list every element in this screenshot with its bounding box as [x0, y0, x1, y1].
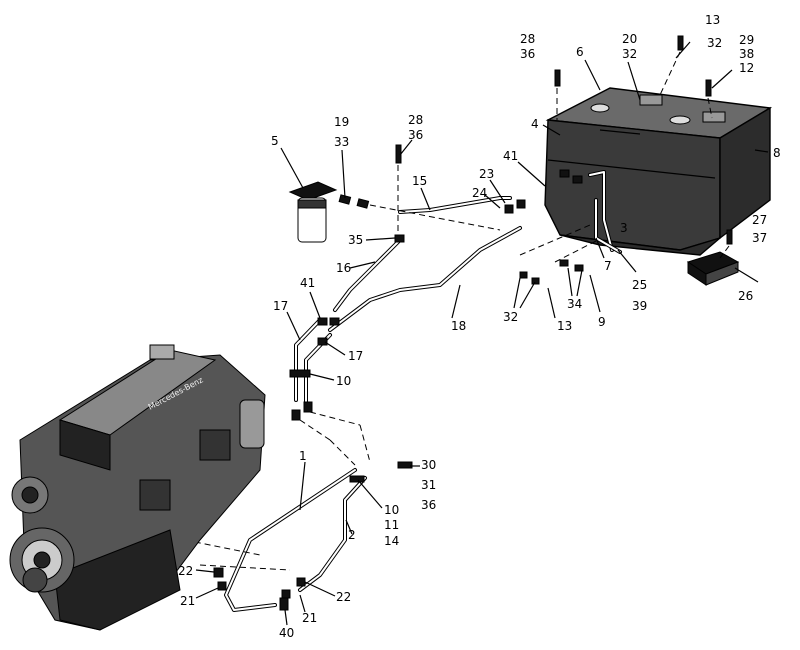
callout-29: 29	[739, 33, 754, 47]
callout-16: 16	[336, 261, 351, 275]
callout-15: 15	[412, 174, 427, 188]
callout-38: 38	[739, 47, 754, 61]
callout-32-top: 32	[707, 36, 722, 50]
callout-9: 9	[598, 315, 606, 329]
callout-3: 3	[620, 221, 628, 235]
fuel-lines	[224, 170, 622, 612]
callout-21: 21	[180, 594, 195, 608]
callout-40: 40	[279, 626, 294, 640]
callout-36: 36	[520, 47, 535, 61]
callout-36-mid: 36	[408, 128, 423, 142]
callout-32-low: 32	[503, 310, 518, 324]
callout-5: 5	[271, 134, 279, 148]
callout-17-low: 17	[348, 349, 363, 363]
engine: Mercedes-Benz	[9, 344, 266, 631]
callout-8: 8	[773, 146, 781, 160]
callout-33: 33	[334, 135, 349, 149]
callout-41: 41	[503, 149, 518, 163]
callout-10-low: 10	[384, 503, 399, 517]
callout-25: 25	[632, 278, 647, 292]
callout-30: 30	[421, 458, 436, 472]
line-fittings	[213, 144, 584, 611]
callout-10: 10	[336, 374, 351, 388]
callout-13: 13	[705, 13, 720, 27]
callout-labels: 13 28 36 6 20 32 32 29 38 12 4 8 5 19 33…	[178, 13, 781, 640]
callout-37: 37	[752, 231, 767, 245]
callout-27: 27	[752, 213, 767, 227]
callout-31: 31	[421, 478, 436, 492]
callout-1: 1	[299, 449, 307, 463]
callout-14: 14	[384, 534, 399, 548]
callout-17: 17	[273, 299, 288, 313]
callout-7: 7	[604, 259, 612, 273]
callout-6: 6	[576, 45, 584, 59]
fuel-filter	[288, 181, 338, 243]
callout-28-mid: 28	[408, 113, 423, 127]
callout-35: 35	[348, 233, 363, 247]
callout-2: 2	[348, 528, 356, 542]
callout-28: 28	[520, 32, 535, 46]
callout-4: 4	[531, 117, 539, 131]
callout-22: 22	[178, 564, 193, 578]
callout-19: 19	[334, 115, 349, 129]
callout-23: 23	[479, 167, 494, 181]
callout-41-left: 41	[300, 276, 315, 290]
callout-18: 18	[451, 319, 466, 333]
callout-22-right: 22	[336, 590, 351, 604]
callout-20: 20	[622, 32, 637, 46]
callout-11: 11	[384, 518, 399, 532]
callout-39: 39	[632, 299, 647, 313]
callout-34: 34	[567, 297, 582, 311]
leader-lines	[195, 41, 769, 626]
callout-32: 32	[622, 47, 637, 61]
tank-bolts	[554, 35, 733, 259]
callout-26: 26	[738, 289, 753, 303]
callout-24: 24	[472, 186, 487, 200]
callout-21-right: 21	[302, 611, 317, 625]
tank-support-bracket	[686, 251, 740, 286]
dashed-connections	[184, 165, 599, 571]
fuel-tank	[544, 87, 773, 256]
callout-36-low: 36	[421, 498, 436, 512]
callout-12: 12	[739, 61, 754, 75]
callout-13-low: 13	[557, 319, 572, 333]
